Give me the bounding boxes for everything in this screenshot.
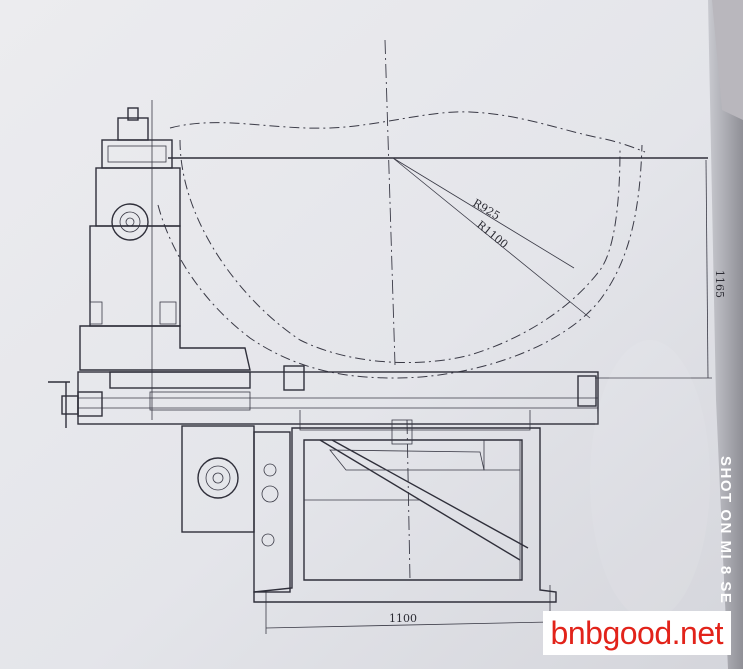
light-glare: [590, 340, 710, 620]
handwheel-head: [111, 203, 149, 241]
dim-label-width: 1100: [389, 612, 417, 625]
work-table: [77, 365, 599, 431]
milling-head: [79, 107, 251, 371]
radius-leader-r925: [392, 157, 575, 269]
wavy-top-outline: [169, 111, 646, 153]
swing-arc-inner: [179, 139, 621, 364]
radius-leader-r1100: [392, 157, 591, 319]
vertical-centerline: [384, 39, 396, 366]
swing-arc-outer: [157, 144, 643, 379]
knee-gauge: [197, 457, 239, 499]
background-right-edge: [708, 0, 743, 669]
machine-base: [253, 419, 557, 603]
dim-label-height: 1165: [713, 270, 726, 298]
knee-saddle: [181, 425, 291, 593]
fabric-texture: [712, 0, 743, 120]
site-watermark: bnbgood.net: [542, 611, 731, 655]
dim-line-height: [705, 159, 709, 379]
feed-crank-handle: [48, 381, 103, 428]
dim-line-width: [265, 621, 551, 629]
